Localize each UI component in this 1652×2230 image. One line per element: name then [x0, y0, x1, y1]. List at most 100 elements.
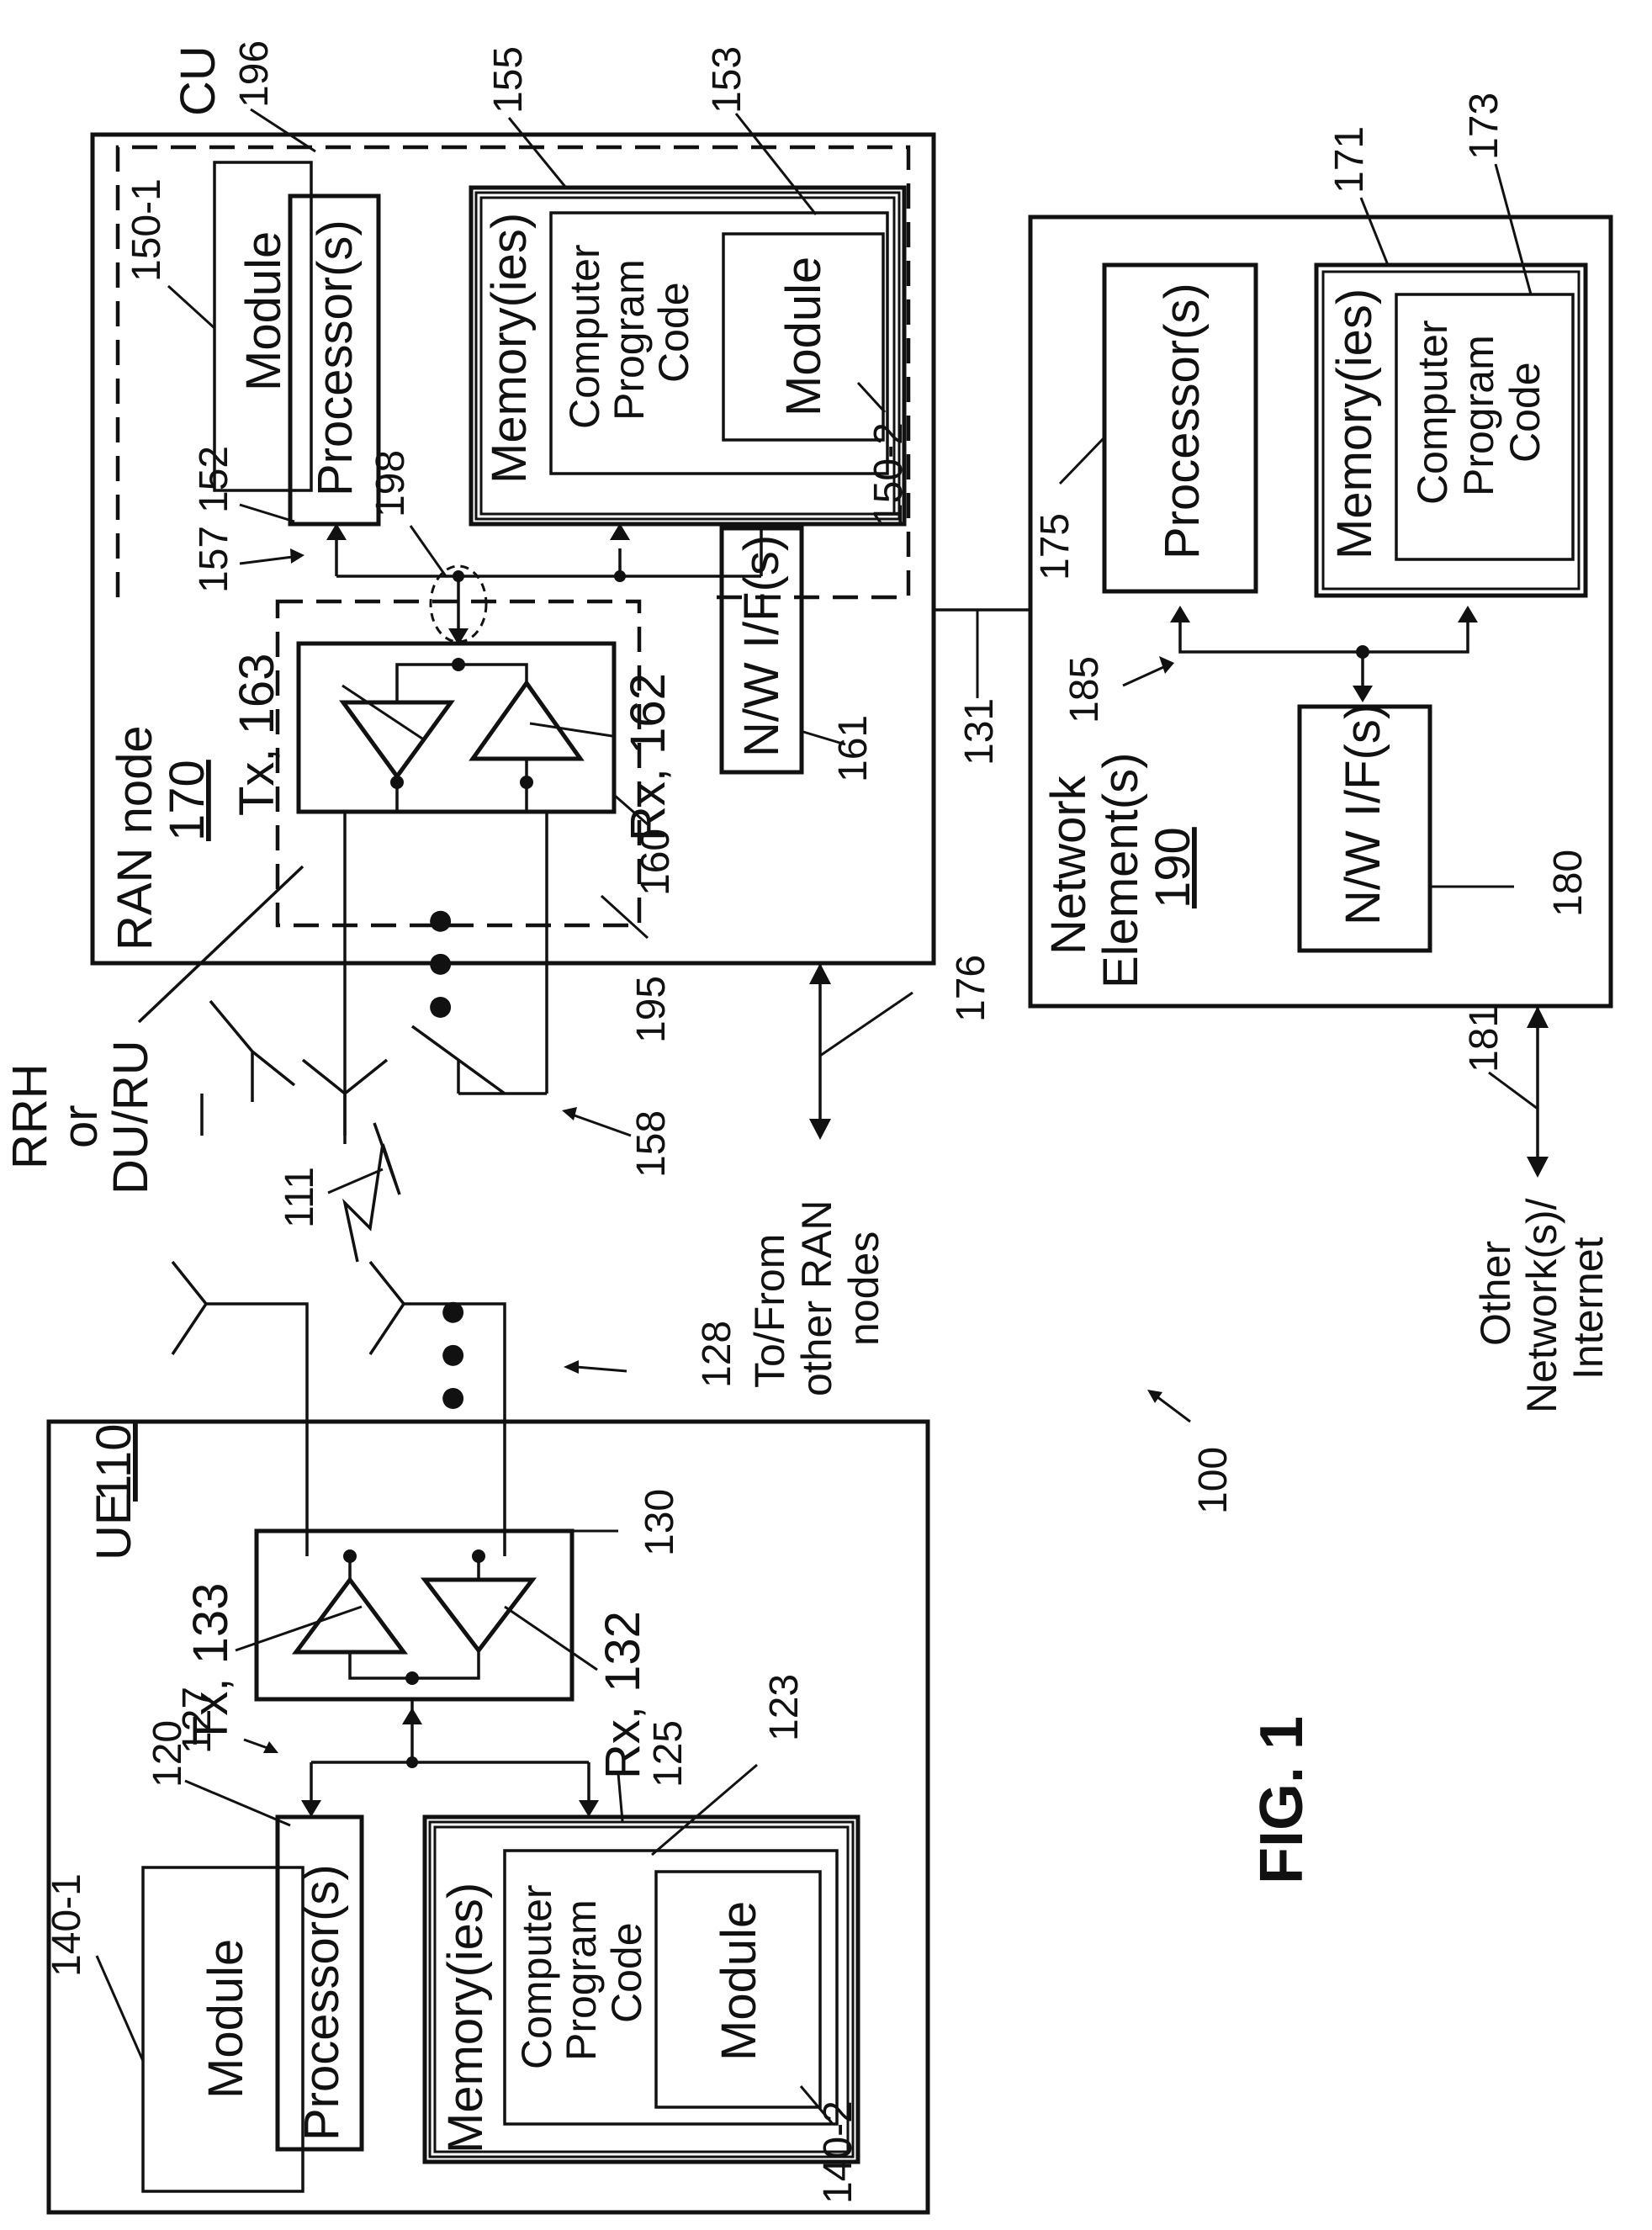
- ran-rx-label: Rx, 162: [621, 673, 675, 841]
- ran-bus: [336, 528, 761, 639]
- leader-171: [1361, 198, 1388, 265]
- cu-ref: 196: [232, 40, 277, 108]
- link-176-line3: nodes: [840, 1232, 887, 1346]
- ue-txrx-wiring: [350, 1556, 479, 1678]
- ran-module2-label: Module: [776, 257, 831, 416]
- ran-processor-label: Processor(s): [308, 220, 363, 496]
- ran-tx-amplifier: [343, 702, 451, 776]
- ran-module2-ref: 150-2: [866, 422, 911, 526]
- system-pointer-head: [1147, 1390, 1162, 1403]
- ran-bus-pointer: [240, 557, 293, 564]
- leader-rx132: [505, 1607, 597, 1670]
- ue-junction-tx: [343, 1549, 357, 1563]
- ue-ellipsis: ● ● ●: [423, 1298, 478, 1413]
- link-176-arrow-up: [809, 963, 831, 984]
- wireless-link-111: [345, 1123, 400, 1262]
- ue-module2-ref: 140-2: [816, 2100, 860, 2204]
- ran-txrx-wiring: [397, 665, 527, 812]
- ue-junction-rx: [472, 1549, 485, 1563]
- ran-memory-ref: 155: [486, 46, 531, 114]
- ue-tx-amplifier: [296, 1580, 404, 1652]
- internet-line1: Other: [1472, 1241, 1519, 1346]
- internet-line2: Network(s)/: [1518, 1198, 1565, 1413]
- ue-antennas-ref: 128: [695, 1321, 739, 1388]
- internet-link-ref: 181: [1462, 1005, 1506, 1073]
- ue-code-line2: Program: [558, 1899, 605, 2061]
- ue-label: UE: [87, 1492, 141, 1560]
- ue-memory-label: Memory(ies): [438, 1883, 493, 2153]
- ue-processor-label: Processor(s): [294, 1864, 349, 2141]
- ran-bus-junction-1: [453, 570, 464, 582]
- ne-processor-ref: 175: [1033, 513, 1078, 580]
- ue-code-line3: Code: [603, 1922, 650, 2023]
- leader-153: [736, 114, 816, 215]
- link-176-line1: To/From: [746, 1234, 793, 1388]
- ran-module-ref: 150-1: [124, 178, 169, 282]
- ran-bus-pointer-head: [290, 548, 304, 564]
- ran-transceiver-ref: 160: [633, 829, 678, 896]
- ne-nwif-ref: 180: [1546, 850, 1591, 917]
- leader-198: [410, 526, 446, 576]
- ue-ref: 110: [87, 1424, 141, 1502]
- leader-140-1: [97, 1956, 143, 2061]
- ran-antenna-2: [210, 1001, 294, 1102]
- cu-label: CU: [171, 45, 225, 116]
- ue-processor-ref: 120: [146, 1720, 190, 1788]
- ne-nwif-label: N/W I/F(s): [1336, 703, 1390, 925]
- ue-bus-arrow-mem: [579, 1800, 599, 1817]
- ne-ref: 190: [1146, 827, 1200, 908]
- ue-junction-bottom: [405, 1671, 419, 1685]
- ne-bus-arrow-mem: [1458, 606, 1478, 622]
- leader-173: [1496, 164, 1531, 294]
- ran-antennas-pointer-head: [562, 1107, 577, 1120]
- ne-label-line2: Element(s): [1093, 753, 1148, 988]
- ran-rrh-line: [139, 866, 303, 1022]
- ne-bus-ref: 185: [1062, 656, 1107, 723]
- ran-tx-label: Tx, 163: [230, 654, 284, 816]
- leader-175: [1060, 437, 1104, 484]
- leader-125: [618, 1773, 622, 1821]
- ne-bus: [1180, 618, 1468, 690]
- ran-code-line1: Computer: [561, 244, 608, 429]
- ue-code-line1: Computer: [513, 1884, 560, 2069]
- ue-antennas-pointer: [576, 1367, 627, 1371]
- leader-rx162: [530, 723, 612, 736]
- leader-196: [251, 109, 315, 151]
- ne-memory-ref: 171: [1327, 126, 1372, 193]
- ran-junction-top: [452, 658, 465, 671]
- ran-rx-amplifier: [473, 683, 580, 759]
- leader-150-2: [858, 383, 885, 412]
- link-181-arrow-up: [1527, 1006, 1549, 1028]
- ue-bus-arrow-up: [402, 1708, 422, 1724]
- ue-bus-arrow-proc: [301, 1800, 321, 1817]
- ue-bus-junction: [406, 1756, 418, 1768]
- link-176-ref: 176: [949, 955, 993, 1022]
- ne-bus-pointer-head: [1159, 656, 1174, 674]
- ran-code-ref: 153: [705, 46, 749, 114]
- ran-code-line2: Program: [606, 259, 653, 421]
- link-181-arrow-down: [1527, 1157, 1549, 1178]
- ran-code-line3: Code: [650, 282, 697, 383]
- ue-bus-pointer: [244, 1740, 267, 1748]
- ran-du-ref: 195: [629, 976, 674, 1043]
- leader-120: [185, 1781, 290, 1825]
- ue-transceiver-ref: 130: [638, 1489, 682, 1556]
- ran-node-ref: 170: [160, 760, 214, 841]
- rrh-label-line2: or: [53, 1104, 108, 1148]
- ran-module-label: Module: [236, 231, 291, 391]
- ue-bus: [311, 1699, 589, 1800]
- ne-code-line3: Code: [1501, 362, 1549, 463]
- ran-bus-junction-2: [614, 570, 626, 582]
- ne-code-line2: Program: [1455, 335, 1502, 496]
- ran-antennas-pointer: [572, 1115, 631, 1136]
- system-pointer: [1157, 1396, 1190, 1422]
- du-boundary: [278, 601, 639, 925]
- ne-bus-arrow-nwif: [1353, 686, 1373, 702]
- ran-processor-ref: 152: [192, 446, 236, 513]
- ran-memory-label: Memory(ies): [482, 213, 537, 484]
- link-176-line2: other RAN: [793, 1200, 840, 1396]
- ue-antennas-pointer-head: [564, 1360, 579, 1374]
- ue-module-ref: 140-1: [45, 1873, 89, 1977]
- ne-bus-junction: [1356, 645, 1369, 659]
